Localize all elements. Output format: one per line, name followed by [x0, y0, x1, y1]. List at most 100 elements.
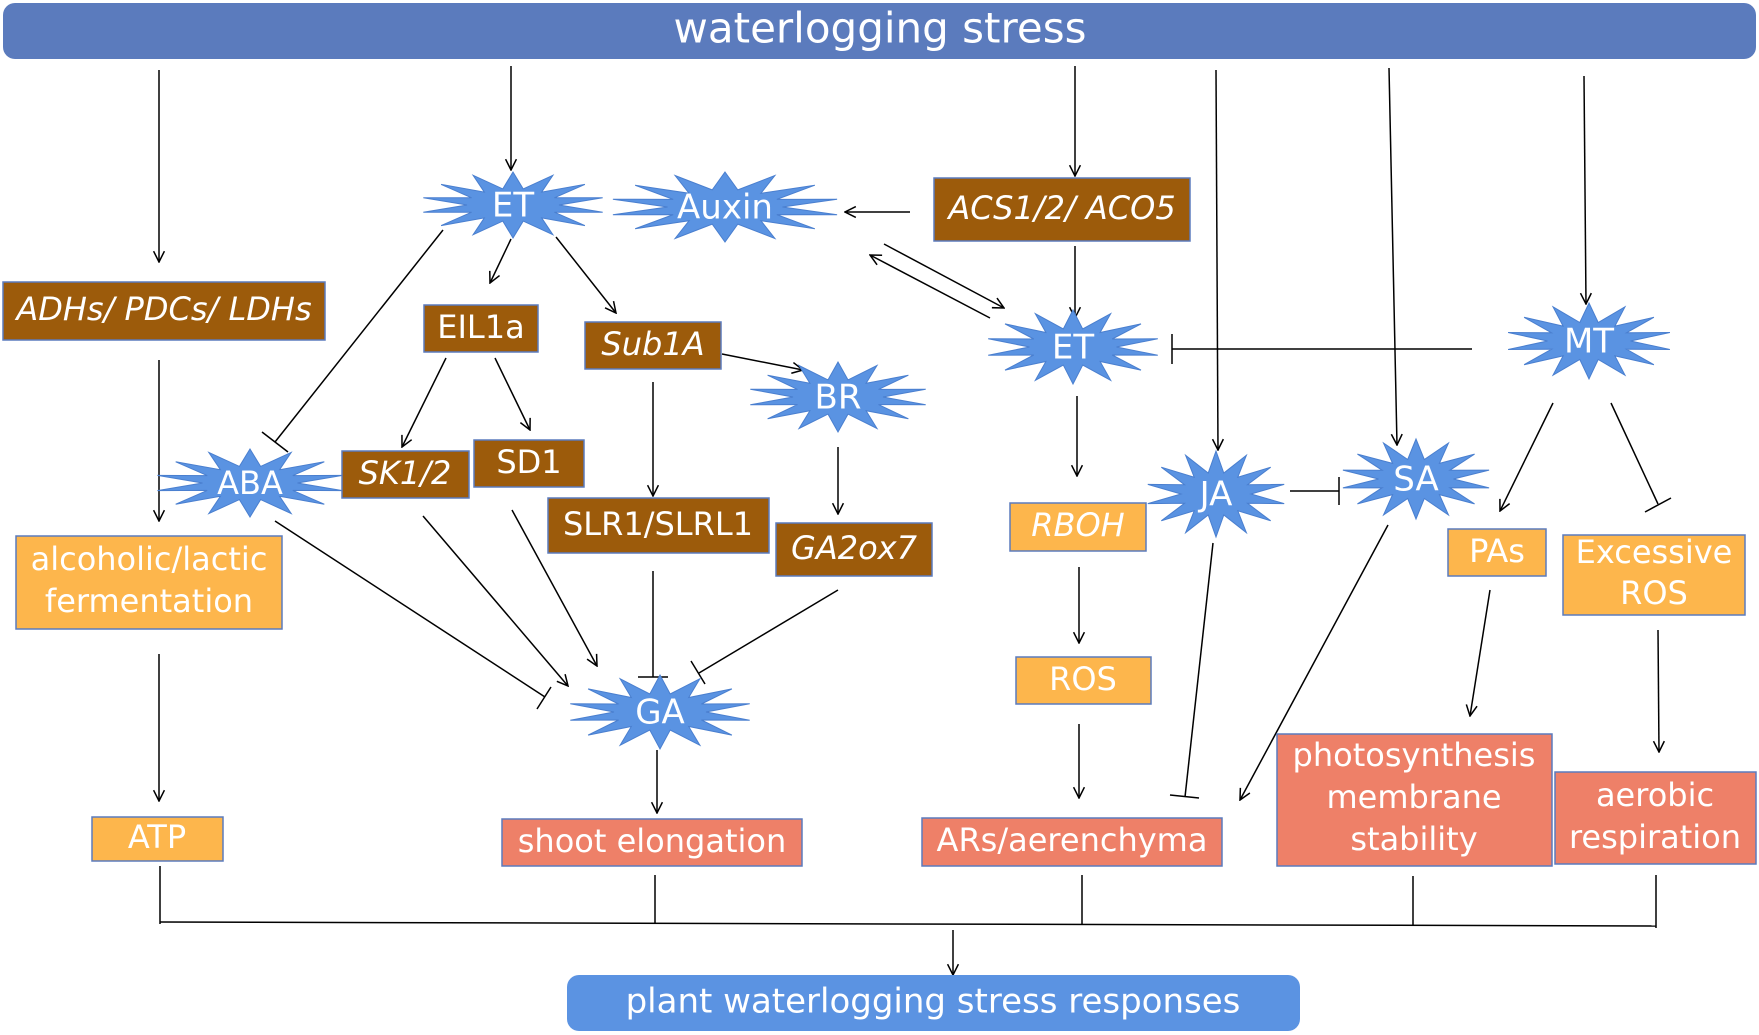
- edge-excessive-ros-aerobic: [1658, 629, 1659, 752]
- edge-eil1a-sd1: [494, 357, 530, 430]
- star-shape: [1507, 301, 1671, 381]
- process-label-atp: ATP: [128, 818, 186, 856]
- outcome-label-aerobic-1: aerobic: [1596, 776, 1714, 814]
- edge-et-sub1a: [555, 236, 616, 313]
- hormone-label-br: BR: [815, 378, 862, 418]
- process-label-fermentation-1: alcoholic/lactic: [31, 540, 268, 578]
- edge-stress-ja: [1216, 69, 1218, 450]
- hormone-ga: GA: [570, 673, 750, 751]
- process-box-fermentation: alcoholic/lactic fermentation: [15, 535, 283, 630]
- edge-ga2ox7-inhibit-ga: [690, 589, 839, 685]
- process-label-fermentation-2: fermentation: [45, 582, 253, 620]
- outcome-box-aerobic-respiration: aerobic respiration: [1554, 771, 1757, 865]
- edge-sub1a-br: [721, 353, 803, 370]
- gene-boxes: ADHs/ PDCs/ LDHs ACS1/2/ ACO5 EIL1a Sub1…: [2, 177, 1191, 577]
- gene-label-ga2ox7: GA2ox7: [791, 529, 918, 567]
- gene-label-eil1a: EIL1a: [437, 308, 524, 346]
- edge-sa-ars: [1240, 524, 1389, 800]
- star-shape: [423, 171, 603, 239]
- star-shape: [570, 673, 750, 751]
- gene-box-eil1a: EIL1a: [423, 304, 539, 353]
- process-label-pas: PAs: [1469, 532, 1525, 570]
- outcome-label-photosynthesis-3: stability: [1350, 820, 1477, 858]
- edge-sk12-ga: [422, 515, 568, 686]
- outcome-box-photosynthesis: photosynthesis membrane stability: [1276, 733, 1553, 867]
- gene-box-sd1: SD1: [473, 439, 585, 488]
- gene-label-sub1a: Sub1A: [601, 325, 704, 363]
- hormone-label-mt: MT: [1564, 322, 1614, 362]
- gene-box-adhs: ADHs/ PDCs/ LDHs: [2, 281, 326, 341]
- footer-bar: plant waterlogging stress responses: [567, 975, 1300, 1031]
- hormone-br: BR: [750, 360, 926, 434]
- gene-box-sk12: SK1/2: [341, 450, 470, 499]
- edge-et-mid-auxin: [870, 255, 991, 319]
- gene-label-adhs: ADHs/ PDCs/ LDHs: [14, 290, 311, 328]
- hormone-sa: SA: [1342, 437, 1490, 521]
- edge-et-inhibit-aba: [261, 229, 444, 453]
- edge-mt-pas: [1500, 402, 1554, 511]
- edge-mt-inhibit-et-mid: [1171, 334, 1472, 364]
- edge-stress-mt: [1584, 75, 1586, 304]
- star-shape: [1147, 449, 1285, 539]
- footer-title: plant waterlogging stress responses: [626, 982, 1241, 1022]
- process-box-pas: PAs: [1447, 528, 1547, 577]
- outcome-label-shoot-elongation: shoot elongation: [518, 822, 786, 860]
- process-box-atp: ATP: [91, 816, 224, 862]
- star-shape: [157, 448, 343, 518]
- gene-label-slr1: SLR1/SLRL1: [563, 505, 753, 543]
- edge-ja-inhibit-ars: [1169, 542, 1214, 799]
- process-box-excessive-ros: Excessive ROS: [1562, 533, 1746, 616]
- process-label-rboh: RBOH: [1031, 506, 1124, 544]
- gene-label-sd1: SD1: [496, 443, 561, 481]
- header-title: waterlogging stress: [674, 4, 1087, 53]
- gene-box-ga2ox7: GA2ox7: [775, 522, 933, 577]
- edges: [159, 66, 1672, 975]
- process-label-excessive-ros-2: ROS: [1620, 574, 1688, 612]
- process-boxes: alcoholic/lactic fermentation RBOH ROS P…: [15, 502, 1746, 862]
- hormone-label-et-mid: ET: [1052, 328, 1094, 368]
- process-label-excessive-ros-1: Excessive: [1576, 533, 1733, 571]
- outcome-label-ars-aerenchyma: ARs/aerenchyma: [937, 821, 1208, 859]
- hormone-label-et-top: ET: [492, 186, 534, 226]
- edge-sd1-ga: [511, 509, 597, 666]
- outcome-box-shoot-elongation: shoot elongation: [501, 818, 803, 867]
- edge-slr1-inhibit-ga: [638, 571, 668, 678]
- star-shape: [988, 308, 1158, 386]
- hormone-mt: MT: [1507, 301, 1671, 381]
- edge-et-eil1a: [490, 238, 512, 283]
- hormone-label-auxin: Auxin: [677, 188, 773, 228]
- edge-pas-photosynthesis: [1470, 589, 1491, 716]
- edge-stress-sa: [1388, 67, 1397, 445]
- hormone-auxin: Auxin: [612, 171, 838, 243]
- star-shape: [750, 360, 926, 434]
- edge-ja-inhibit-sa: [1290, 477, 1340, 505]
- hormone-stars: ET Auxin ET MT BR ABA JA SA GA: [157, 171, 1671, 751]
- hormone-label-aba: ABA: [217, 464, 283, 502]
- edge-auxin-et-mid: [883, 243, 1004, 308]
- header-bar: waterlogging stress: [3, 3, 1756, 59]
- outcome-label-aerobic-2: respiration: [1569, 818, 1741, 856]
- outcome-label-photosynthesis-2: membrane: [1326, 778, 1501, 816]
- hormone-label-ga: GA: [635, 693, 685, 733]
- star-shape: [1342, 437, 1490, 521]
- edge-eil1a-sk12: [402, 357, 447, 447]
- outcome-label-photosynthesis-1: photosynthesis: [1293, 736, 1536, 774]
- gene-label-sk12: SK1/2: [359, 454, 452, 492]
- hormone-et-mid: ET: [988, 308, 1158, 386]
- hormone-label-ja: JA: [1198, 475, 1233, 515]
- hormone-ja: JA: [1147, 449, 1285, 539]
- gene-box-acs: ACS1/2/ ACO5: [933, 177, 1191, 242]
- star-shape: [612, 171, 838, 243]
- outcome-boxes: shoot elongation ARs/aerenchyma photosyn…: [501, 733, 1757, 867]
- hormone-label-sa: SA: [1393, 460, 1438, 500]
- edge-aba-inhibit-ga: [274, 520, 552, 710]
- gene-label-acs: ACS1/2/ ACO5: [946, 189, 1175, 227]
- hormone-aba: ABA: [157, 448, 343, 518]
- process-box-ros: ROS: [1015, 656, 1152, 705]
- outcome-box-ars-aerenchyma: ARs/aerenchyma: [921, 817, 1223, 867]
- gene-box-sub1a: Sub1A: [584, 321, 722, 370]
- collector-bus: [159, 921, 1657, 927]
- process-box-rboh: RBOH: [1009, 502, 1147, 552]
- process-label-ros: ROS: [1049, 660, 1117, 698]
